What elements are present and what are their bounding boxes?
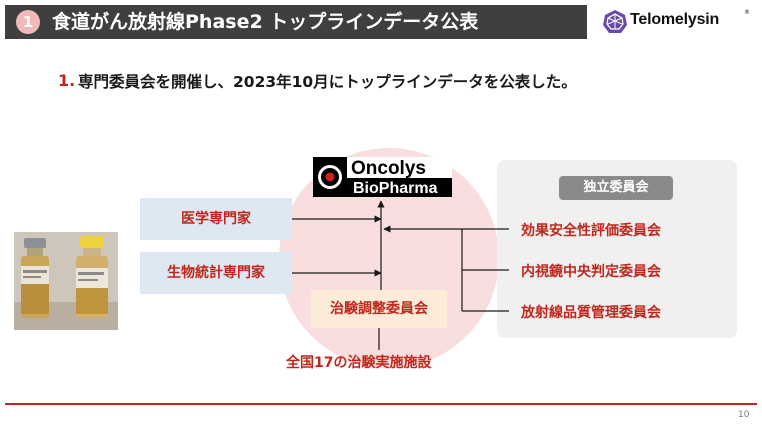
headline-text: 専門委員会を開催し、2023年10月にトップラインデータを公表した。: [78, 73, 577, 91]
biostatistics-expert-box: 生物統計専門家: [140, 252, 292, 294]
medical-expert-box: 医学専門家: [140, 198, 292, 240]
registered-mark: ®: [744, 9, 750, 16]
trial-sites-label: 全国17の治験実施施設: [286, 355, 432, 371]
oncolys-logo-graphic: Oncolys BioPharma: [313, 157, 452, 197]
trial-coordination-committee-box: 治験調整委員会: [311, 290, 447, 328]
telomelysin-logo-text: Telomelysin: [630, 11, 720, 28]
vials-photo: [14, 232, 118, 330]
headline-number: 1.: [58, 71, 76, 90]
oncolys-biopharma-logo: Oncolys BioPharma: [313, 157, 452, 197]
committee-efficacy-safety: 効果安全性評価委員会: [521, 223, 661, 239]
slide-title: 食道がん放射線Phase2 トップラインデータ公表: [52, 11, 479, 33]
independent-committee-title: 独立委員会: [559, 176, 673, 200]
page-number: 10: [738, 410, 750, 420]
oncolys-name-line2: BioPharma: [353, 180, 438, 197]
oncolys-name-line1: Oncolys: [351, 158, 426, 179]
title-bar: [5, 5, 587, 39]
telomelysin-logo: [600, 6, 754, 38]
committee-radiation-quality: 放射線品質管理委員会: [521, 305, 661, 321]
committee-endoscopy-central-review: 内視鏡中央判定委員会: [521, 264, 661, 280]
telomelysin-logo-icon: [603, 10, 627, 33]
footer-divider: [5, 403, 757, 405]
section-number-badge: 1: [16, 10, 40, 34]
